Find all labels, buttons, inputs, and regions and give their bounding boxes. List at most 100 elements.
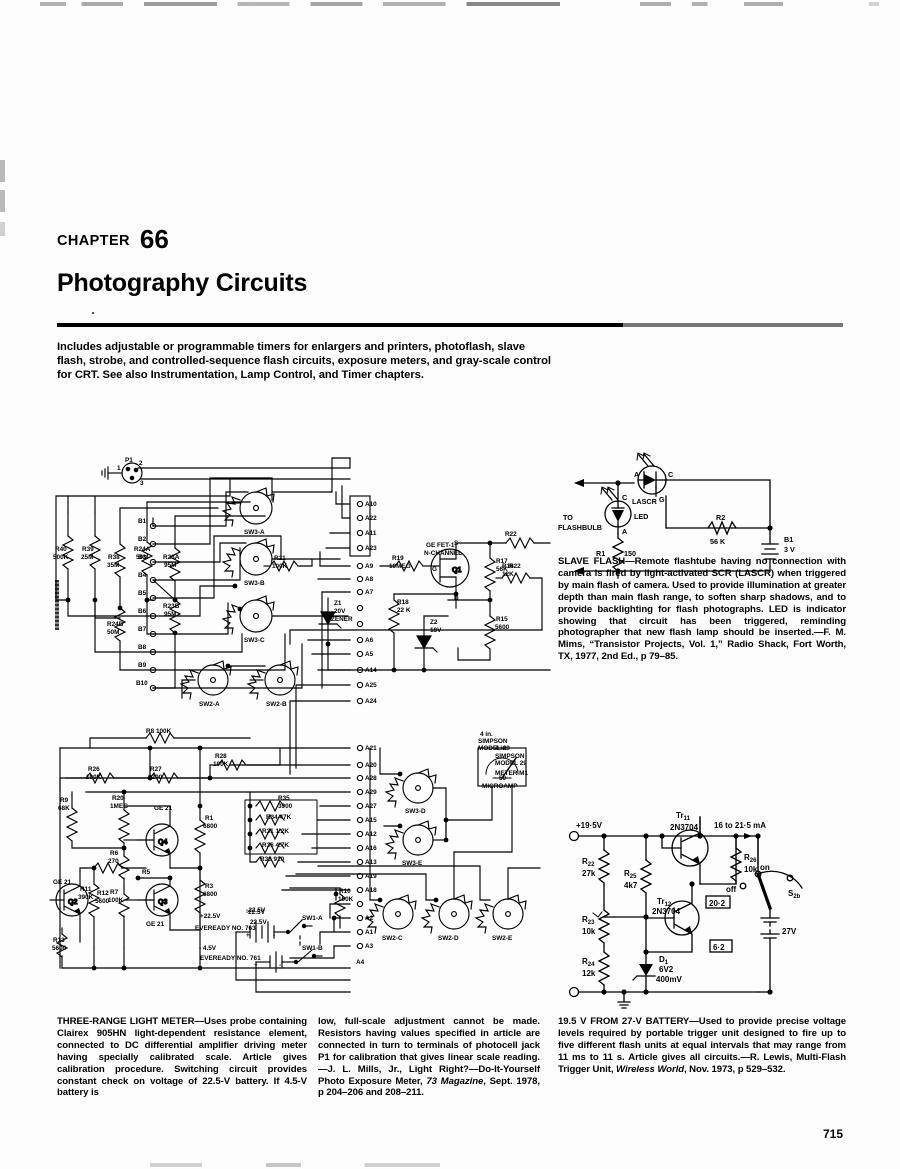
scan-artifact-edge-3 (0, 222, 5, 236)
svg-text:A13: A13 (365, 859, 377, 866)
svg-text:95M: 95M (164, 562, 176, 569)
svg-text:R16: R16 (502, 563, 514, 570)
tr11-type: 2N3704 (670, 823, 699, 832)
svg-text:EVEREADY NO. 763: EVEREADY NO. 763 (195, 925, 256, 932)
svg-text:A7: A7 (365, 589, 374, 596)
svg-text:Q4: Q4 (158, 839, 167, 846)
svg-text:SW3-D: SW3-D (405, 808, 426, 815)
svg-text:35M: 35M (107, 562, 119, 569)
svg-text:R13: R13 (53, 937, 65, 944)
svg-text:+22.5V: +22.5V (200, 913, 221, 920)
svg-text:SW2-B: SW2-B (266, 701, 287, 708)
svg-text:R18: R18 (397, 599, 409, 606)
svg-text:-22.5V: -22.5V (246, 907, 266, 914)
svg-text:SW3-B: SW3-B (244, 580, 265, 587)
svg-text:A3: A3 (365, 943, 374, 950)
svg-text:EVEREADY NO. 761: EVEREADY NO. 761 (200, 955, 261, 962)
svg-text:6800: 6800 (203, 823, 218, 830)
svg-text:R19: R19 (392, 555, 404, 562)
svg-text:R22: R22 (505, 531, 517, 538)
switch-on-label: on (760, 863, 770, 872)
current-label: 16 to 21·5 mA (714, 821, 766, 830)
svg-text:B8: B8 (138, 644, 147, 651)
slave-flash-caption: SLAVE FLASH—Remote flashtube having no c… (558, 556, 846, 663)
svg-text:A23: A23 (365, 545, 377, 552)
svg-text:R35: R35 (278, 795, 290, 802)
svg-text:Q3: Q3 (158, 899, 167, 906)
r22-ref: R22 (582, 857, 595, 868)
box-62-label: 6·2 (713, 943, 725, 952)
light-meter-caption-text-2b: , Sept. 1978, p 204–206 and 208–211. (318, 1075, 541, 1099)
svg-text:50: 50 (499, 775, 507, 782)
svg-text:SW2-A: SW2-A (199, 701, 220, 708)
lascr-label: LASCR (632, 497, 658, 506)
scan-artifact-edge-2 (0, 190, 5, 212)
svg-text:390K: 390K (78, 894, 94, 901)
lascr-cathode-label: C (668, 470, 673, 479)
svg-text:5600: 5600 (52, 945, 67, 952)
light-meter-caption-italic: 73 Magazine (426, 1075, 484, 1087)
regulator-caption-text-b: , Nov. 1973, p 529–532. (683, 1063, 786, 1075)
r1-val: 150 (624, 549, 636, 558)
svg-text:SW2-C: SW2-C (382, 935, 403, 942)
d1-ref: D1 (659, 955, 669, 966)
svg-text:5600: 5600 (495, 624, 510, 631)
svg-text:A29: A29 (365, 789, 377, 796)
svg-text:50M: 50M (136, 554, 148, 561)
svg-text:B4: B4 (138, 572, 147, 579)
svg-text:B6: B6 (138, 608, 147, 615)
svg-text:A10: A10 (365, 501, 377, 508)
r23-ref: R23 (582, 915, 595, 926)
meter-id: METER M1 (495, 769, 529, 777)
svg-text:A5: A5 (365, 651, 374, 658)
d1-val2: 400mV (656, 975, 682, 984)
r25-ref: R25 (624, 869, 637, 880)
svg-text:R20: R20 (112, 795, 124, 802)
svg-text:A9: A9 (365, 563, 374, 570)
svg-text:SW3-C: SW3-C (244, 637, 265, 644)
svg-text:G: G (432, 566, 437, 573)
svg-text:R34 47K: R34 47K (266, 814, 292, 821)
light-meter-caption-text-1: THREE-RANGE LIGHT METER—Uses probe conta… (57, 1016, 307, 1099)
svg-text:A4: A4 (356, 959, 365, 966)
svg-text:R28: R28 (215, 753, 227, 760)
r2-ref: R2 (716, 513, 725, 522)
svg-text:B7: B7 (138, 626, 147, 633)
regulator-caption-italic: Wireless World (616, 1063, 684, 1075)
page-number: 715 (822, 1127, 843, 1141)
svg-text:100K: 100K (213, 761, 229, 768)
svg-text:SW1-A: SW1-A (302, 915, 323, 922)
svg-text:Z1: Z1 (334, 600, 342, 607)
meter-size: 4 in. (495, 745, 508, 752)
r23-val: 10k (582, 927, 596, 936)
svg-text:R24A: R24A (134, 546, 151, 553)
regulator-caption: 19.5 V FROM 27-V BATTERY—Used to provide… (558, 1016, 846, 1076)
tr12-type: 2N3704 (652, 907, 681, 916)
svg-text:100K: 100K (86, 774, 102, 781)
scan-speck (92, 312, 94, 314)
svg-text:SW3-E: SW3-E (402, 860, 423, 867)
svg-text:ZENER: ZENER (331, 616, 353, 623)
r2-val: 56 K (710, 537, 726, 546)
svg-text:B10: B10 (136, 680, 148, 687)
svg-text:R27: R27 (150, 766, 162, 773)
svg-text:R38: R38 (108, 554, 120, 561)
svg-text:22 K: 22 K (397, 607, 411, 614)
svg-text:B2: B2 (138, 536, 147, 543)
led-label: LED (634, 512, 648, 521)
svg-text:D: D (454, 595, 459, 602)
slave-flash-schematic: A C G LASCR C A LED TO FLASHBULB R1 150 … (558, 452, 795, 579)
svg-text:1MEG: 1MEG (110, 803, 128, 810)
svg-text:GE 21: GE 21 (154, 805, 173, 812)
light-meter-caption-text-2a: low, full-scale adjustment cannot be mad… (318, 1016, 540, 1087)
svg-text:+: + (246, 932, 250, 939)
led-anode-label: A (622, 527, 627, 536)
battery-27v-label: 27V (782, 927, 797, 936)
svg-text:A16: A16 (365, 845, 377, 852)
scan-artifact-edge-1 (0, 160, 5, 182)
svg-text:R3: R3 (205, 883, 214, 890)
svg-text:A19: A19 (365, 873, 377, 880)
regulator-schematic: +19·5V 16 to 21·5 mA Tr11 2N3704 Tr12 2N… (568, 811, 803, 1009)
svg-text:R26: R26 (88, 766, 100, 773)
